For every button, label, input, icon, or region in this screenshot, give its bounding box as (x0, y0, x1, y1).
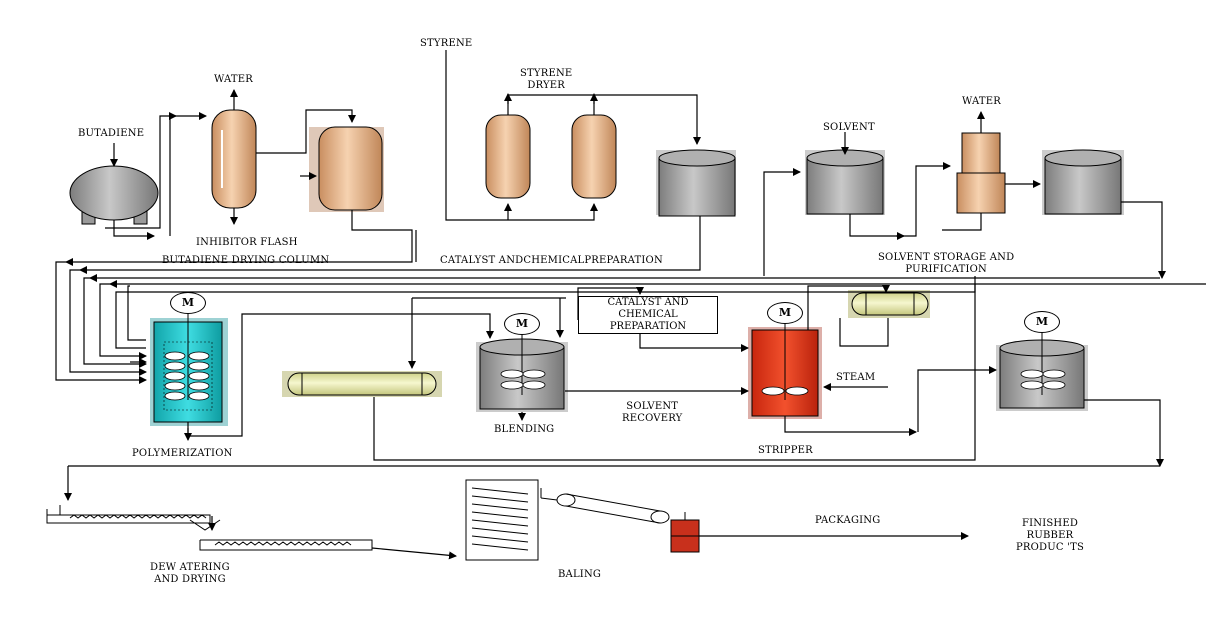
label-dewatering: DEW ATERING AND DRYING (150, 562, 230, 585)
stripper-vessel (748, 318, 822, 419)
label-baling: BALING (558, 569, 602, 580)
product-blend-tank (996, 332, 1088, 411)
label-solvent-recovery: SOLVENT RECOVERY (622, 401, 683, 424)
solvent-storage-tank (805, 149, 885, 215)
catalyst-chemical-prep-box: CATALYST AND CHEMICAL PREPARATION (578, 296, 718, 334)
heat-exchanger-small (848, 290, 930, 318)
stripper-motor: M (767, 302, 803, 324)
package-unit (670, 512, 700, 553)
label-polymerization: POLYMERIZATION (132, 448, 233, 459)
purified-solvent-tank (1042, 149, 1124, 215)
solvent-purification-column (956, 132, 1006, 214)
heat-exchanger-long (282, 371, 442, 397)
label-packaging: PACKAGING (815, 515, 881, 526)
dewatering-screens (46, 505, 373, 551)
label-styrene: STYRENE (420, 38, 473, 49)
label-solvent-storage: SOLVENT STORAGE AND PURIFICATION (878, 252, 1015, 275)
product-tank-motor: M (1024, 311, 1060, 333)
styrene-storage-tank (656, 149, 736, 217)
blending-tank (476, 332, 568, 412)
styrene-dryer-1 (485, 114, 531, 199)
label-solvent: SOLVENT (823, 122, 875, 133)
label-butadiene: BUTADIENE (78, 128, 145, 139)
label-water-left: WATER (214, 74, 253, 85)
label-styrene-dryer: STYRENE DRYER (520, 68, 573, 91)
piping (55, 50, 1206, 560)
polymerization-reactor (150, 300, 228, 426)
label-finished-products: FINISHED RUBBER PRODUC 'TS (1016, 518, 1085, 553)
label-blending: BLENDING (494, 424, 555, 435)
label-inhibitor-flash: INHIBITOR FLASH (196, 237, 298, 248)
label-water-right: WATER (962, 96, 1001, 107)
label-stripper: STRIPPER (758, 445, 813, 456)
butadiene-drying-column (211, 109, 257, 209)
inhibitor-flash-drum (309, 126, 384, 212)
label-steam: STEAM (836, 372, 876, 383)
label-catalyst-chem-prep: CATALYST ANDCHEMICALPREPARATION (440, 255, 663, 266)
styrene-dryer-2 (571, 114, 617, 199)
label-butadiene-drying-column: BUTADIENE DRYING COLUMN (162, 255, 330, 266)
baler (465, 479, 539, 561)
butadiene-storage-tank (69, 165, 159, 225)
polymerization-motor: M (170, 292, 206, 314)
conveyor (540, 488, 670, 524)
blending-motor: M (504, 313, 540, 335)
